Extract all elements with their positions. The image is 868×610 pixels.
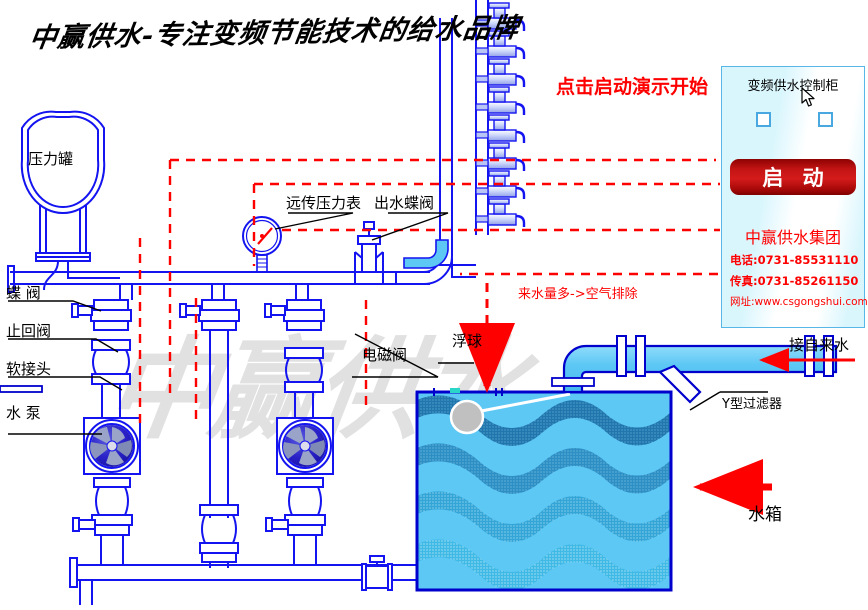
pressure-tank [20,110,120,291]
label-outlet-butterfly-valve: 出水蝶阀 [374,194,435,212]
label-remote-gauge: 远传压力表 [286,194,362,212]
float-ball-graphic [449,399,485,435]
cabinet-website: 网址:www.csgongshui.com [730,296,868,308]
water-tank [415,388,673,592]
cabinet-title: 变频供水控制柜 [747,79,839,94]
label-float-ball: 浮球 [452,332,483,350]
y-strainer-graphic [658,364,702,404]
outlet-butterfly-valve [354,221,384,284]
remote-pressure-gauge [242,216,282,273]
start-button[interactable]: 启 动 [730,159,856,195]
label-water-tank: 水箱 [748,505,782,525]
faucet [475,2,526,31]
label-flex-joint: 软接头 [6,360,52,378]
faucet [475,170,526,199]
cabinet-fax: 传真:0731-85261150 [730,274,859,288]
start-demo-hint: 点击启动演示开始 [556,76,709,98]
faucet [475,58,526,87]
faucet [475,30,526,59]
control-signal-lines [138,158,720,430]
label-air-exhaust: 来水量多->空气排除 [518,287,638,302]
faucet [475,114,526,143]
pump-impeller [90,425,133,467]
faucet-group [475,2,526,227]
cabinet-brand: 中赢供水集团 [744,228,841,247]
label-y-filter: Y型过滤器 [722,397,782,412]
faucet [475,198,526,227]
discharge-header [7,265,430,300]
pump-branch-1 [71,299,141,565]
label-pressure-tank: 压力罐 [28,150,74,168]
pump-branch-2 [264,299,334,565]
leader-lines [8,212,768,435]
faucet [475,86,526,115]
indicator-lamp-2[interactable] [818,112,833,127]
label-solenoid-valve: 电磁阀 [362,346,408,364]
label-water-pump: 水 泵 [6,404,41,422]
valve-branch-2 [179,299,240,568]
label-check-valve: 止回阀 [6,322,52,340]
label-tap-water-inlet: 接自来水 [789,336,850,354]
control-cabinet-panel: 变频供水控制柜 启 动 中赢供水集团 电话:0731-85531110 传真:0… [721,66,868,328]
faucet [475,142,526,171]
pump-impeller [283,425,326,467]
indicator-lamp-1[interactable] [756,112,771,127]
cabinet-telephone: 电话:0731-85531110 [730,253,859,267]
mouse-cursor-icon [801,87,815,107]
label-butterfly-valve: 蝶 阀 [6,284,41,302]
water-in-elbow [403,239,449,269]
